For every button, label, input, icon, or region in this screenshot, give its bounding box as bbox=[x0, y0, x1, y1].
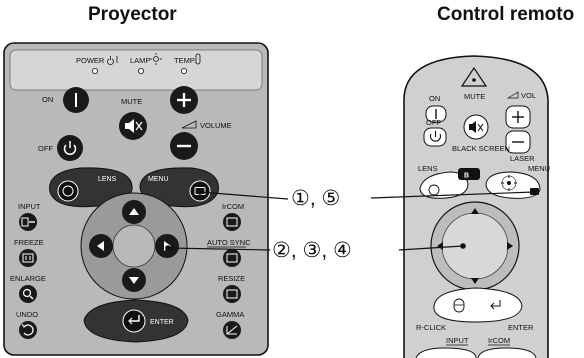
mute-label: MUTE bbox=[121, 97, 142, 106]
remote-lens-button[interactable] bbox=[419, 171, 469, 199]
remote-black-screen-label: BLACK SCREEN bbox=[452, 144, 510, 153]
callout-lines bbox=[165, 189, 537, 251]
laser-warning-icon bbox=[460, 66, 488, 87]
temp-led bbox=[180, 68, 187, 75]
volume-down-button[interactable] bbox=[170, 132, 198, 160]
remote-rclick-enter-button[interactable] bbox=[433, 287, 523, 323]
off-button[interactable] bbox=[57, 135, 83, 161]
ircom-button[interactable] bbox=[223, 213, 241, 231]
dpad-down-button[interactable] bbox=[122, 268, 146, 292]
enlarge-label: ENLARGE bbox=[10, 274, 46, 283]
auto-sync-button[interactable] bbox=[223, 249, 241, 267]
menu-label: MENU bbox=[148, 176, 169, 183]
power-led bbox=[92, 68, 99, 75]
ircom-label: IrCOM bbox=[222, 202, 244, 211]
undo-label: UNDO bbox=[16, 310, 38, 319]
remote-ircom-button[interactable] bbox=[477, 347, 537, 358]
lens-label: LENS bbox=[98, 176, 117, 183]
remote-vol-label: VOL bbox=[521, 91, 536, 100]
remote-enter-label: ENTER bbox=[508, 323, 534, 332]
remote-off-label: OFF bbox=[426, 118, 441, 127]
callout-steps-1-5: ①, ⑤ bbox=[291, 187, 341, 210]
remote-menu-label: MENU bbox=[528, 164, 550, 173]
remote-input-label: INPUT bbox=[446, 336, 469, 345]
input-label: INPUT bbox=[18, 202, 41, 211]
remote-laser-label: LASER bbox=[510, 154, 535, 163]
remote-lens-label: LENS bbox=[418, 164, 438, 173]
undo-button[interactable] bbox=[19, 321, 37, 339]
dpad-up-button[interactable] bbox=[122, 200, 146, 224]
lens-button[interactable] bbox=[49, 167, 133, 208]
remote-volume-up-button[interactable] bbox=[505, 105, 531, 129]
remote-on-label: ON bbox=[429, 94, 440, 103]
resize-label: RESIZE bbox=[218, 274, 245, 283]
temp-indicator-label: TEMP. bbox=[174, 56, 196, 65]
remote-black-screen-button[interactable]: B bbox=[458, 168, 480, 180]
lamp-led bbox=[137, 68, 144, 75]
projector-dpad[interactable] bbox=[80, 192, 188, 300]
input-button[interactable] bbox=[19, 213, 37, 231]
enter-arrow-icon bbox=[490, 300, 501, 310]
remote-off-button[interactable] bbox=[423, 127, 447, 147]
mouse-icon bbox=[453, 298, 465, 313]
lamp-indicator-label: LAMP bbox=[130, 56, 150, 65]
resize-button[interactable] bbox=[223, 285, 241, 303]
remote-volume-ramp-icon bbox=[506, 91, 519, 99]
remote-mute-label: MUTE bbox=[464, 92, 485, 101]
lamp-icon bbox=[150, 53, 162, 65]
volume-label: VOLUME bbox=[200, 121, 232, 130]
remote-title: Control remoto bbox=[437, 4, 575, 25]
off-label: OFF bbox=[38, 144, 53, 153]
freeze-button[interactable] bbox=[19, 249, 37, 267]
remote-control: ON MUTE VOL OFF BLACK SCREEN bbox=[403, 55, 550, 358]
freeze-label: FREEZE bbox=[14, 238, 44, 247]
remote-rclick-label: R-CLICK bbox=[416, 323, 446, 332]
projector-title: Proyector bbox=[88, 4, 177, 25]
mute-button[interactable] bbox=[119, 112, 147, 140]
enlarge-button[interactable] bbox=[19, 285, 37, 303]
remote-on-button[interactable] bbox=[425, 105, 447, 123]
on-button[interactable] bbox=[63, 87, 89, 113]
enter-button[interactable] bbox=[83, 299, 189, 343]
remote-laser-button[interactable] bbox=[501, 175, 517, 191]
volume-up-button[interactable] bbox=[170, 86, 198, 114]
dpad-left-button[interactable] bbox=[89, 234, 113, 258]
remote-ircom-label: IrCOM bbox=[488, 336, 510, 345]
callout-steps-2-3-4: ②, ③, ④ bbox=[272, 239, 352, 262]
volume-ramp-icon bbox=[181, 120, 197, 129]
power-icon bbox=[107, 56, 118, 65]
power-indicator-label: POWER bbox=[76, 56, 105, 65]
auto-sync-label: AUTO SYNC bbox=[207, 238, 251, 247]
enter-label: ENTER bbox=[150, 319, 174, 326]
svg-text:B: B bbox=[464, 173, 469, 180]
on-label: ON bbox=[42, 95, 53, 104]
gamma-label: GAMMA bbox=[216, 310, 244, 319]
remote-input-button[interactable] bbox=[415, 347, 477, 358]
projector-panel: POWER LAMP TEMP. ON OFF MUTE bbox=[3, 42, 269, 356]
remote-volume-down-button[interactable] bbox=[505, 130, 531, 154]
thermometer-icon bbox=[195, 53, 201, 65]
remote-mute-button[interactable] bbox=[463, 114, 489, 140]
gamma-button[interactable] bbox=[223, 321, 241, 339]
remote-mouse-pad[interactable] bbox=[430, 201, 520, 291]
